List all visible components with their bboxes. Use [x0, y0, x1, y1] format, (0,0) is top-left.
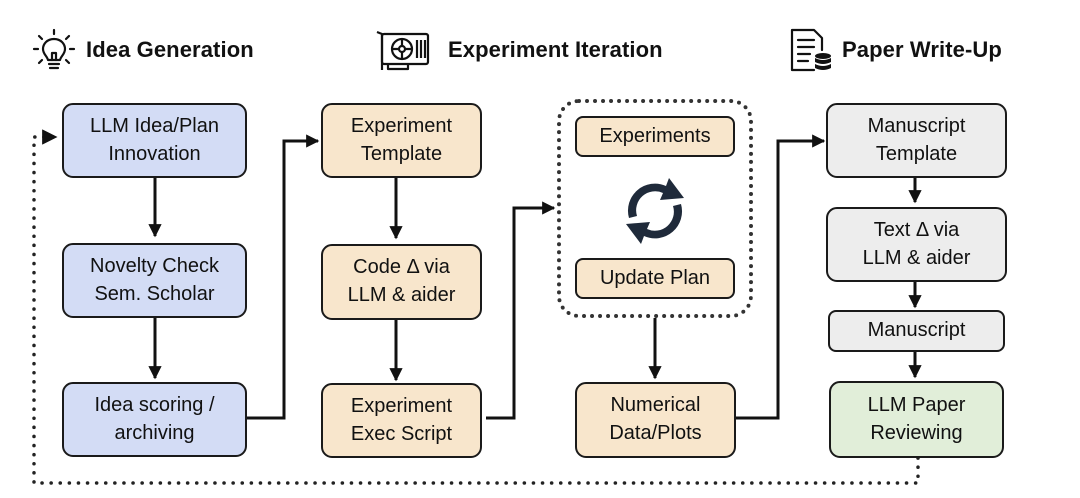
header-paper-title: Paper Write-Up [842, 37, 1002, 62]
numerical-data-box: Numerical Data/Plots [575, 382, 736, 458]
numerical-data-line1: Numerical [610, 394, 701, 417]
manuscript-template-line1: Manuscript [867, 114, 966, 137]
llm-idea-plan-line2: Innovation [108, 142, 201, 165]
llm-idea-plan-line1: LLM Idea/Plan [90, 114, 219, 137]
header-paper-write-up: Paper Write-Up [786, 26, 1002, 74]
document-database-icon [790, 28, 831, 72]
header-experiment-iteration: Experiment Iteration [374, 26, 663, 74]
manuscript-box: Manuscript [828, 310, 1005, 352]
experiments-box: Experiments [575, 116, 735, 157]
experiment-template-box: Experiment Template [321, 103, 482, 178]
novelty-check-box: Novelty Check Sem. Scholar [62, 243, 247, 318]
header-idea-title: Idea Generation [86, 37, 254, 62]
header-experiment-title: Experiment Iteration [448, 37, 663, 62]
arrow-scoring-to-template [246, 134, 320, 420]
header-idea-generation: Idea Generation [30, 26, 254, 74]
manuscript-label: Manuscript [867, 319, 966, 342]
exec-script-line1: Experiment [350, 394, 453, 417]
code-delta-box: Code Δ via LLM & aider [321, 244, 482, 320]
novelty-check-line1: Novelty Check [90, 254, 219, 277]
refresh-cycle-icon [626, 178, 684, 244]
llm-idea-plan-box: LLM Idea/Plan Innovation [62, 103, 247, 178]
update-plan-box: Update Plan [575, 258, 735, 299]
llm-review-line2: Reviewing [870, 421, 963, 444]
arrow-exec-to-loop [486, 201, 556, 420]
text-delta-line1: Text Δ via [873, 218, 960, 241]
llm-paper-review-box: LLM Paper Reviewing [829, 381, 1004, 458]
experiment-template-line2: Template [360, 142, 443, 165]
gpu-card-icon [376, 30, 430, 71]
feedback-loop-dotted [32, 129, 920, 485]
novelty-check-line2: Sem. Scholar [94, 282, 215, 305]
experiments-label: Experiments [599, 124, 711, 147]
iteration-loop-group [557, 99, 753, 318]
idea-scoring-line1: Idea scoring / [94, 393, 215, 416]
exec-script-box: Experiment Exec Script [321, 383, 482, 458]
llm-review-line1: LLM Paper [867, 393, 966, 416]
idea-scoring-box: Idea scoring / archiving [62, 382, 247, 457]
idea-scoring-line2: archiving [114, 421, 195, 444]
manuscript-template-box: Manuscript Template [826, 103, 1007, 178]
numerical-data-line2: Data/Plots [609, 422, 702, 444]
code-delta-line1: Code Δ via [353, 256, 450, 279]
lightbulb-icon [32, 28, 76, 70]
exec-script-line2: Exec Script [350, 422, 453, 445]
manuscript-template-line2: Template [875, 142, 958, 165]
arrow-numerical-to-mtemplate [736, 134, 826, 420]
update-plan-label: Update Plan [599, 266, 711, 289]
experiment-template-line1: Experiment [350, 114, 453, 137]
text-delta-line2: LLM & aider [862, 246, 971, 269]
text-delta-box: Text Δ via LLM & aider [826, 207, 1007, 282]
code-delta-line2: LLM & aider [347, 284, 456, 306]
